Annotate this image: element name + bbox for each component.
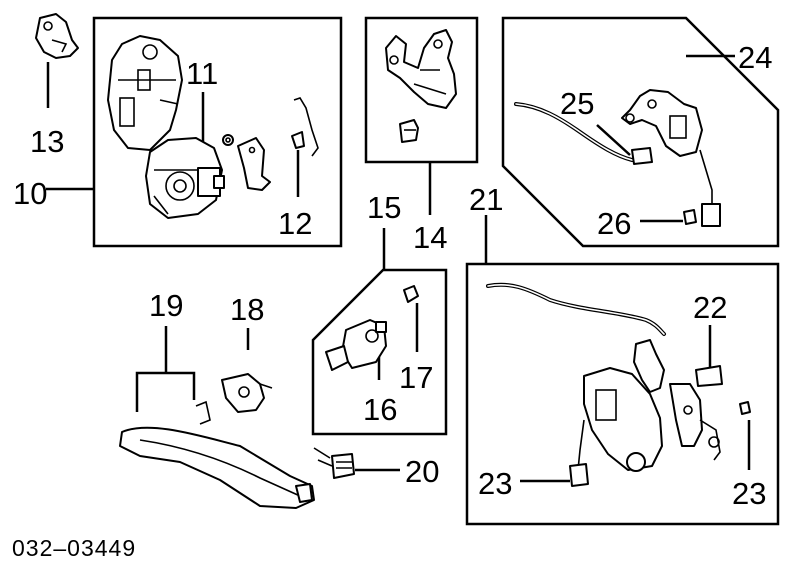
label-15: 15 (367, 190, 401, 225)
diagram-code: 032–03449 (12, 535, 136, 561)
part-24-actuator (514, 89, 721, 227)
part-10-lever (222, 134, 271, 191)
part-13-bracket (35, 13, 79, 59)
part-11-door-lock (107, 35, 225, 219)
label-25: 25 (560, 86, 594, 121)
label-26: 26 (597, 206, 631, 241)
label-22: 22 (693, 290, 727, 325)
box-key-cylinder (311, 268, 448, 436)
label-12: 12 (278, 206, 312, 241)
label-23-left: 23 (478, 466, 512, 501)
part-18-bracket (221, 373, 273, 413)
label-17: 17 (399, 360, 433, 395)
label-14: 14 (413, 220, 447, 255)
part-19-outer-handle (119, 400, 315, 509)
box-latch-bracket (364, 16, 479, 164)
box-actuator-assembly (501, 16, 780, 248)
label-10: 10 (13, 176, 47, 211)
label-18: 18 (230, 292, 264, 327)
label-19: 19 (149, 288, 183, 323)
part-16-key-cylinder (325, 319, 387, 371)
part-14-latch-bracket (385, 29, 457, 143)
part-17-clip (403, 285, 419, 303)
leader-19-bracket (135, 371, 196, 412)
part-20-clip (313, 447, 355, 479)
label-20: 20 (405, 454, 439, 489)
part-21-rear-latch (486, 282, 751, 487)
label-13: 13 (30, 124, 64, 159)
label-24: 24 (738, 40, 772, 75)
box-rear-latch (465, 262, 780, 526)
label-11: 11 (186, 56, 218, 91)
label-21: 21 (469, 182, 503, 217)
label-23-right: 23 (732, 476, 766, 511)
box-door-lock (92, 16, 343, 248)
leader-25 (596, 124, 631, 156)
part-12-rod-clip (291, 97, 319, 157)
label-16: 16 (363, 392, 397, 427)
